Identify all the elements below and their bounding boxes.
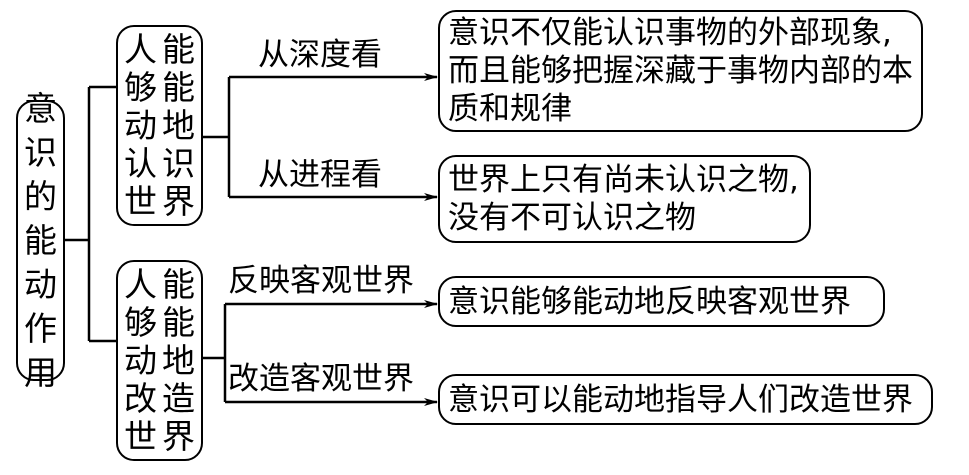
branch-label-char: 人 [124,264,157,304]
branch-label-char: 能 [162,67,195,107]
branch-label-cognize: 人能够能动地认识世界 [122,29,198,221]
result-reflect: 意识能够能动地反映客观世界 [438,276,885,327]
branch-label-char: 人 [124,29,157,69]
edge-label-transform: 改造客观世界 [228,361,414,397]
branch-label-char: 动 [124,340,157,380]
branch-label-char: 能 [162,29,195,69]
branch-node-cognize: 人能够能动地认识世界 [116,25,203,226]
branch-label-transform: 人能够能动地改造世界 [122,264,198,456]
root-label-char: 能 [24,220,57,260]
edge-label-reflect: 反映客观世界 [228,263,414,299]
branch-label-char: 世 [124,181,157,221]
branch-label-char: 地 [162,340,195,380]
branch-label-char: 够 [124,302,157,342]
result-transform: 意识可以能动地指导人们改造世界 [438,374,933,425]
edge-label-depth: 从深度看 [258,37,382,73]
result-depth-line: 质和规律 [448,91,572,127]
branch-label-char: 世 [124,416,157,456]
branch-label-char: 认 [124,143,157,183]
branch-label-char: 能 [162,264,195,304]
result-depth: 意识不仅能认识事物的外部现象, 而且能够把握深藏于事物内部的本 质和规律 [438,10,923,132]
root-label: 意识的能动作用 [24,87,57,395]
branch-label-char: 界 [162,416,195,456]
branch-node-transform: 人能够能动地改造世界 [116,260,203,461]
result-process: 世界上只有尚未认识之物, 没有不可认识之物 [438,155,811,243]
root-node: 意识的能动作用 [16,89,65,392]
result-process-line: 世界上只有尚未认识之物, [448,162,799,198]
branch-label-char: 界 [162,181,195,221]
branch-label-char: 造 [162,378,195,418]
branch-label-char: 够 [124,67,157,107]
root-label-char: 的 [24,176,57,216]
branch-label-char: 改 [124,378,157,418]
branch-label-char: 动 [124,105,157,145]
root-label-char: 用 [24,352,57,392]
result-depth-line: 而且能够把握深藏于事物内部的本 [448,53,913,89]
branch-label-char: 地 [162,105,195,145]
branch-label-char: 识 [162,143,195,183]
root-label-char: 意 [24,88,57,128]
root-label-char: 识 [24,132,57,172]
result-process-line: 没有不可认识之物 [448,200,696,236]
root-label-char: 作 [24,308,57,348]
edge-label-process: 从进程看 [258,157,382,193]
root-label-char: 动 [24,264,57,304]
branch-label-char: 能 [162,302,195,342]
result-depth-line: 意识不仅能认识事物的外部现象, [448,15,892,51]
